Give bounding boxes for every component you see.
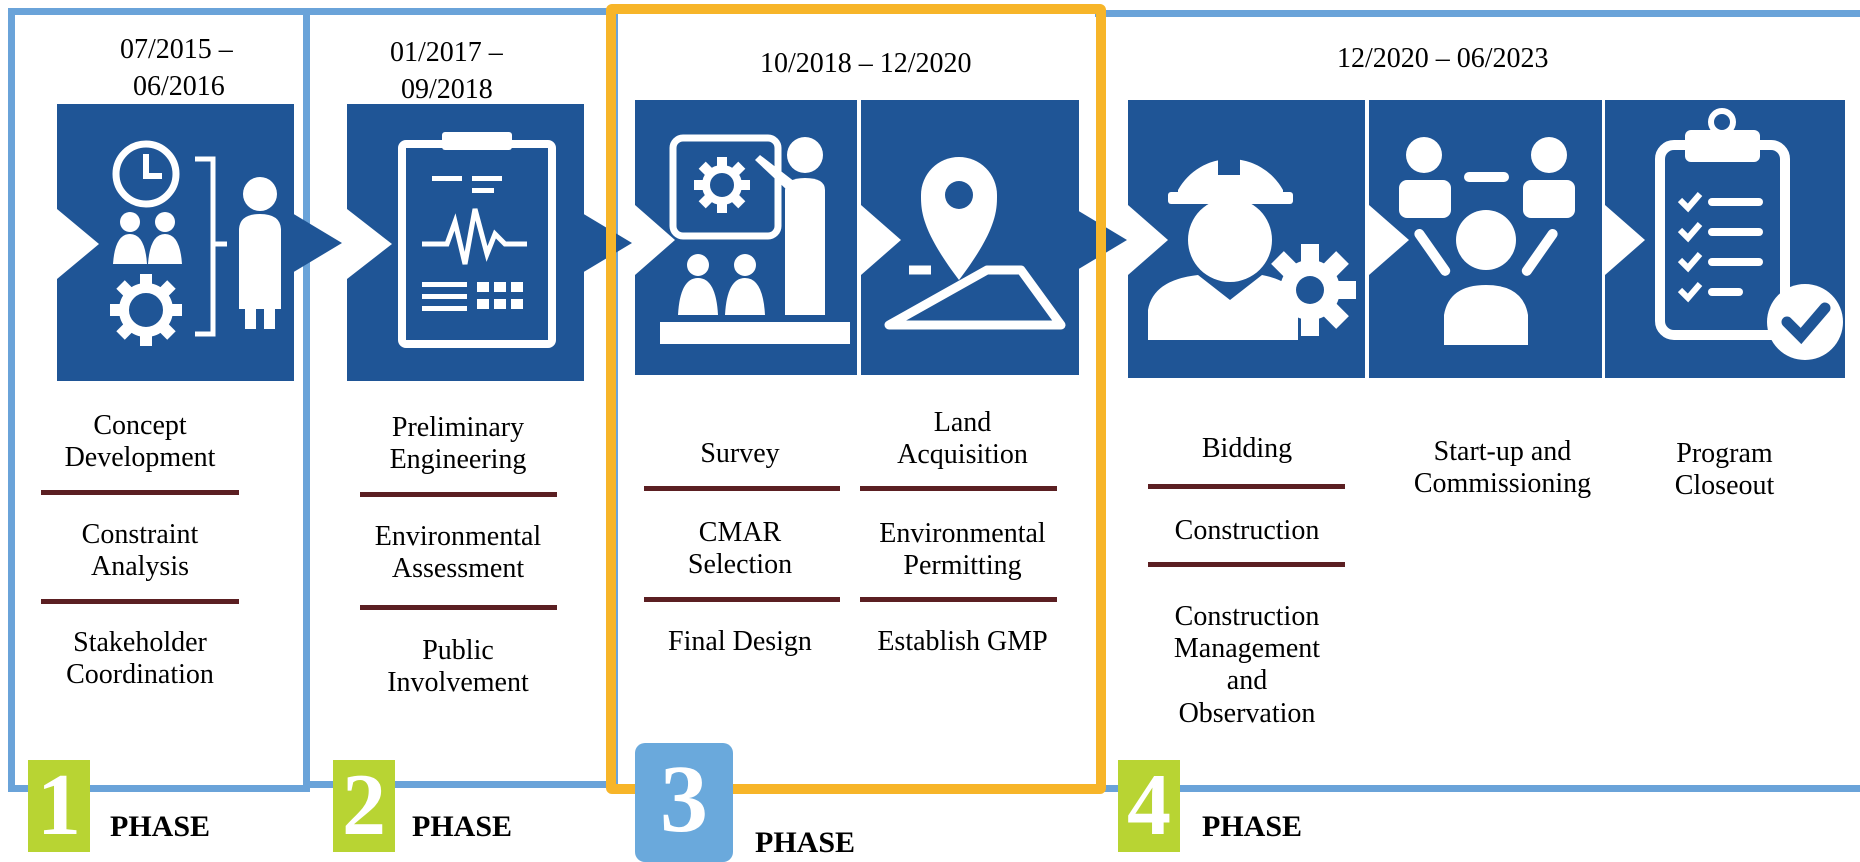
activity-survey: Survey	[700, 438, 780, 469]
divider	[1148, 562, 1345, 567]
divider	[644, 486, 840, 491]
activity-environmental-assessment: Environmental Assessment	[374, 521, 542, 585]
map-pin-icon	[861, 157, 1066, 330]
phase-1-frame	[8, 8, 310, 792]
divider	[360, 605, 557, 610]
activity-cmar-selection: CMAR Selection	[687, 517, 793, 581]
team-org-chart-icon	[57, 140, 281, 346]
activity-bidding: Bidding	[1201, 433, 1293, 464]
activity-final-design: Final Design	[668, 626, 812, 657]
phase-2-tile	[347, 104, 584, 381]
phase-2-label: PHASE	[412, 810, 513, 843]
phase-1-tile	[57, 104, 294, 381]
phase-3-label: PHASE	[755, 826, 856, 859]
phase-4-tile-c	[1605, 100, 1845, 378]
divider	[41, 490, 239, 495]
activity-public-involvement: Public Involvement	[387, 635, 529, 699]
engineer-gear-icon	[1128, 125, 1356, 340]
phase-1-date-start: 07/2015 –	[120, 34, 233, 65]
divider	[360, 492, 557, 497]
phase-3-date-range: 10/2018 – 12/2020	[760, 48, 972, 79]
phase-3-number-badge: 3	[635, 743, 733, 862]
divider	[860, 597, 1057, 602]
activity-concept-development: Concept Development	[64, 410, 216, 474]
activity-environmental-permitting: Environmental Permitting	[879, 518, 1046, 582]
checklist-icon	[1605, 108, 1843, 360]
phase-2-date-start: 01/2017 –	[390, 37, 503, 68]
activity-preliminary-engineering: Preliminary Engineering	[389, 412, 527, 476]
activity-construction: Construction	[1174, 515, 1320, 546]
clipboard-chart-icon	[347, 132, 556, 348]
divider	[41, 599, 239, 604]
phase-1-number-badge: 1	[28, 760, 90, 852]
phase-1-date-end: 06/2016	[133, 71, 225, 102]
phase-4-date-range: 12/2020 – 06/2023	[1337, 43, 1549, 74]
divider	[1148, 484, 1345, 489]
phase-1-label: PHASE	[110, 810, 211, 843]
phase-2-number-badge: 2	[333, 760, 395, 852]
team-network-icon	[1369, 137, 1575, 345]
phase-2-date-end: 09/2018	[401, 74, 493, 105]
presentation-icon	[635, 134, 850, 344]
activity-stakeholder-coordination: Stakeholder Coordination	[66, 627, 214, 691]
activity-construction-management: Construction Management and Observation	[1173, 601, 1321, 729]
activity-establish-gmp: Establish GMP	[877, 626, 1048, 657]
activity-startup-commissioning: Start-up and Commissioning	[1413, 436, 1592, 500]
phase-3-active-frame	[606, 4, 1106, 794]
activity-land-acquisition: Land Acquisition	[897, 407, 1028, 471]
activity-constraint-analysis: Constraint Analysis	[81, 519, 199, 583]
phase-4-tile-b	[1369, 100, 1602, 378]
phase-3-tile-b	[861, 100, 1079, 375]
phase-4-frame	[1095, 10, 1860, 792]
phase-4-tile-a	[1128, 100, 1365, 378]
phase-3-tile-a	[635, 100, 857, 375]
phase-4-number-badge: 4	[1118, 760, 1180, 852]
divider	[644, 597, 840, 602]
divider	[860, 486, 1057, 491]
activity-program-closeout: Program Closeout	[1674, 438, 1775, 502]
chevron-1-icon	[292, 213, 342, 273]
phase-4-label: PHASE	[1202, 810, 1303, 843]
